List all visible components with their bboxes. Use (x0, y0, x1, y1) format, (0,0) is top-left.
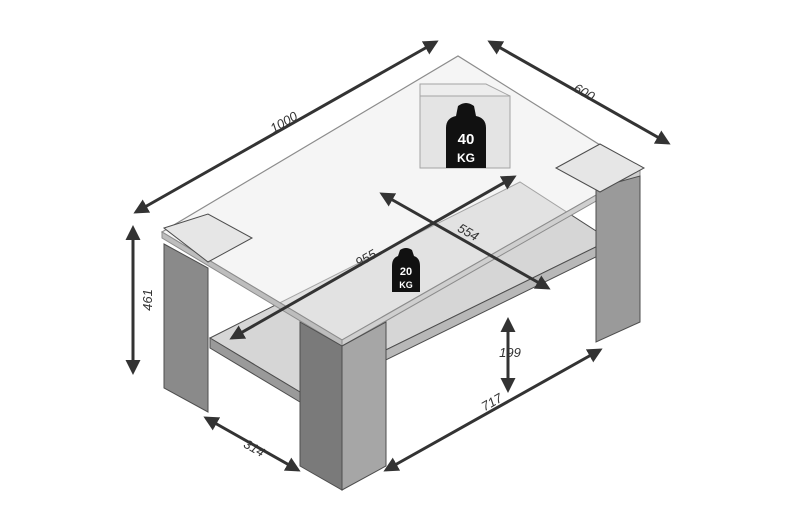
leg-span-depth-arrow (203, 416, 301, 472)
glass-top (160, 55, 642, 347)
shelf-weight-value: 20 (400, 266, 412, 278)
front-near-leg (299, 321, 387, 491)
top-weight-icon: 40 KG (446, 103, 486, 168)
top-weight-value: 40 (458, 131, 475, 148)
shelf-depth-arrow (379, 192, 551, 290)
back-right-leg (554, 143, 646, 343)
depth-arrow (487, 40, 671, 145)
length-label: 1000 (267, 108, 300, 136)
top-weight-unit: KG (457, 151, 475, 165)
length-arrow (133, 40, 439, 214)
leg-span-length-label: 717 (479, 390, 506, 414)
dimension-arrows (125, 40, 671, 472)
leg-span-length-arrow (383, 348, 603, 472)
shelf-weight-unit: KG (399, 280, 413, 290)
shelf-weight-icon: 20 KG (392, 248, 420, 292)
shelf-clearance-label: 199 (499, 345, 521, 360)
height-label: 461 (140, 289, 155, 311)
